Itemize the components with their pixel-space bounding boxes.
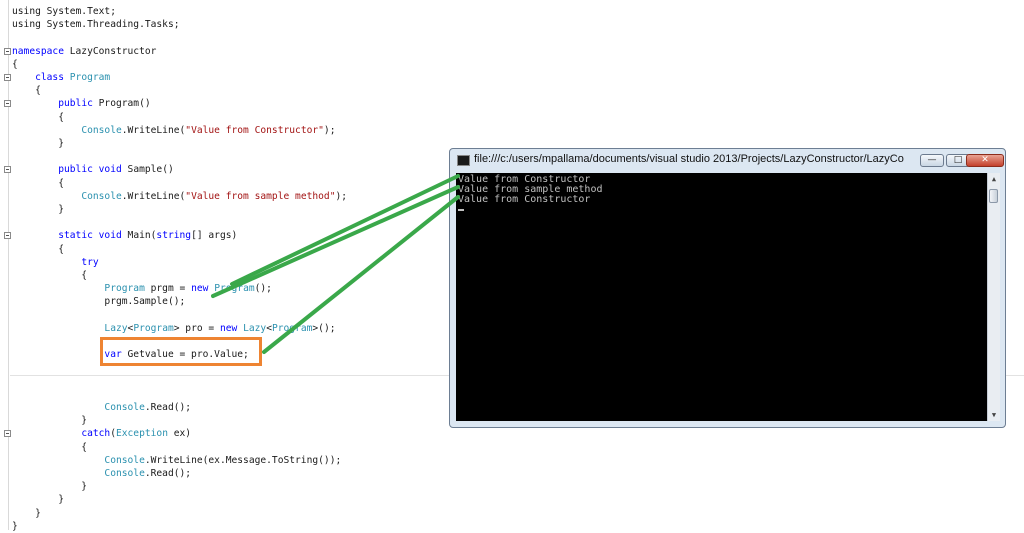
code-line: var Getvalue = pro.Value; [104, 349, 249, 361]
scroll-up-arrow-icon[interactable]: ▲ [991, 175, 997, 183]
console-line-1: Value from Constructor [458, 174, 591, 185]
console-window[interactable]: file:///c:/users/mpallama/documents/visu… [449, 148, 1006, 428]
console-line-3: Value from Constructor [458, 194, 591, 205]
highlight-box [100, 337, 262, 366]
code-line: Program prgm = new Program(); [104, 283, 272, 295]
minimize-button[interactable]: — [920, 154, 944, 167]
collapse-toggle-icon[interactable] [4, 430, 11, 438]
code-line: public void Sample() [58, 164, 174, 176]
code-line: { [12, 270, 88, 281]
code-line: { [12, 85, 41, 97]
console-title: file:///c:/users/mpallama/documents/visu… [474, 153, 904, 165]
code-line: public Program() [58, 98, 151, 110]
code-line: } [12, 481, 88, 493]
console-titlebar[interactable]: file:///c:/users/mpallama/documents/visu… [450, 149, 1005, 171]
collapse-toggle-icon[interactable] [4, 74, 11, 81]
code-line: } [12, 415, 88, 427]
close-button[interactable]: ✕ [966, 154, 1004, 167]
console-cursor [458, 209, 464, 211]
code-line: Console.WriteLine("Value from Constructo… [81, 124, 336, 136]
code-line: static void Main(string[] args) [58, 230, 238, 242]
code-line: Console.WriteLine("Value from sample met… [81, 190, 348, 202]
console-app-icon [457, 155, 470, 166]
code-line: } [12, 507, 41, 519]
code-line: { [12, 111, 64, 123]
code-line: Console.Read(); [104, 468, 192, 479]
code-line: Lazy<Program> pro = new Lazy<Program>(); [104, 322, 336, 334]
code-line: try [81, 256, 99, 268]
console-output[interactable]: Value from Constructor Value from sample… [456, 173, 987, 421]
outline-gutter [8, 0, 9, 530]
collapse-toggle-icon[interactable] [4, 232, 11, 240]
code-line: using System.Threading.Tasks; [12, 19, 180, 31]
collapse-toggle-icon[interactable] [4, 166, 11, 174]
console-scrollbar[interactable]: ▲ ▼ [987, 173, 1000, 421]
console-line-2: Value from sample method [458, 184, 603, 195]
code-line: { [12, 58, 18, 70]
code-line: catch(Exception ex) [81, 428, 192, 440]
collapse-toggle-icon[interactable] [4, 100, 11, 108]
code-line: class Program [35, 72, 111, 83]
code-line: { [12, 441, 88, 453]
code-line: { [12, 243, 64, 255]
code-line: } [12, 138, 64, 149]
code-line: } [12, 494, 64, 506]
scrollbar-thumb[interactable] [989, 189, 998, 203]
code-line: using System.Text; [12, 6, 116, 17]
code-line: } [12, 520, 18, 532]
code-line: Console.WriteLine(ex.Message.ToString())… [104, 454, 342, 466]
scroll-down-arrow-icon[interactable]: ▼ [991, 411, 997, 419]
code-line: namespace LazyConstructor [12, 45, 157, 57]
code-line: { [12, 177, 64, 189]
code-line: Console.Read(); [104, 402, 192, 413]
code-line: } [12, 204, 64, 215]
collapse-toggle-icon[interactable] [4, 47, 11, 55]
code-line: prgm.Sample(); [12, 296, 186, 308]
